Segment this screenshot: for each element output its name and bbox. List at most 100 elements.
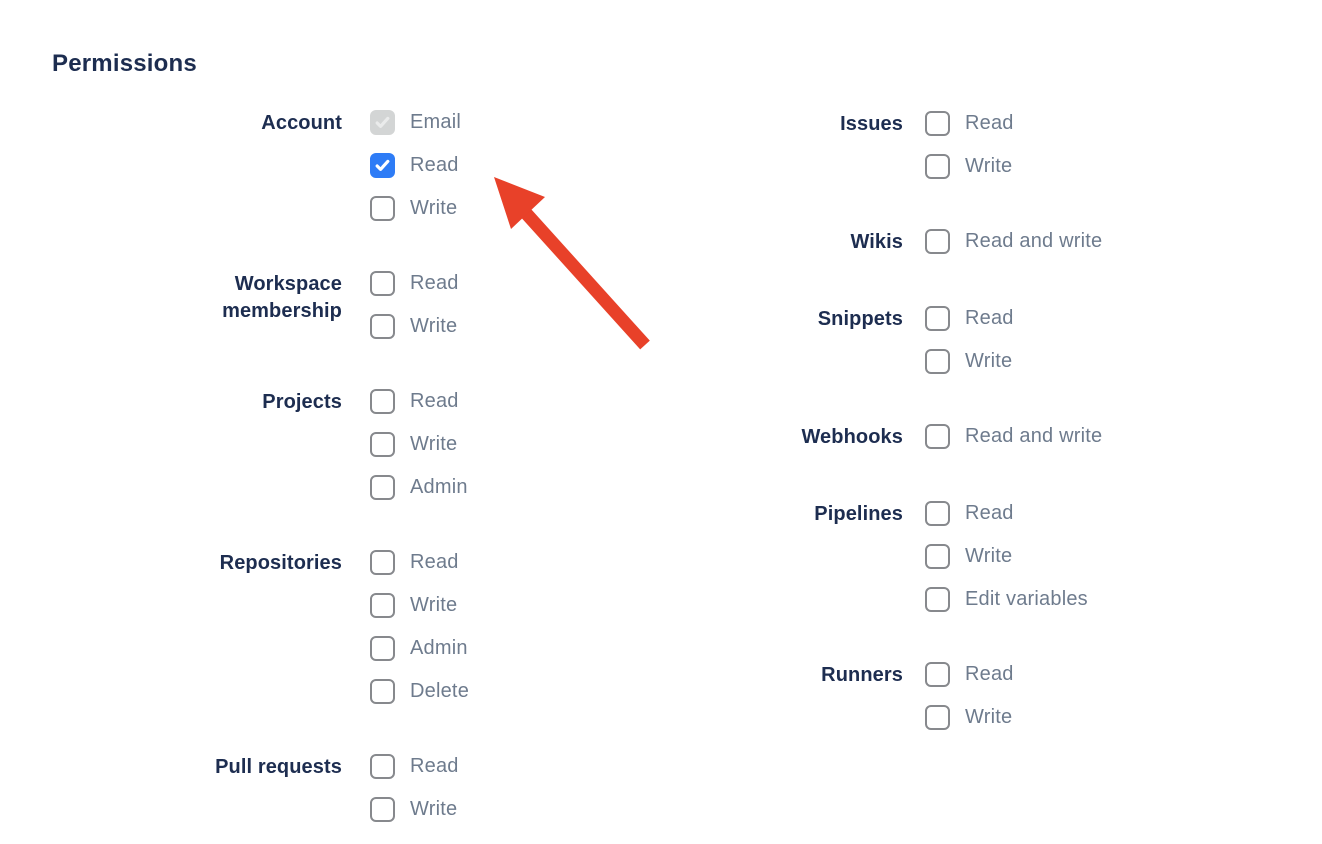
wikis-read-and-write-checkbox[interactable] [925, 229, 950, 254]
option-label-webhooks-read-and-write: Read and write [965, 425, 1103, 447]
option-projects-admin[interactable]: Admin [370, 475, 468, 500]
option-label-repositories-admin: Admin [410, 637, 468, 659]
option-pull-requests-read[interactable]: Read [370, 754, 459, 779]
option-workspace-membership-write[interactable]: Write [370, 314, 459, 339]
permission-group-webhooks: Webhooks Read and write [768, 424, 1102, 451]
runners-read-checkbox[interactable] [925, 662, 950, 687]
repositories-delete-checkbox[interactable] [370, 679, 395, 704]
option-label-pull-requests-read: Read [410, 755, 459, 777]
option-repositories-read[interactable]: Read [370, 550, 469, 575]
option-runners-read[interactable]: Read [925, 662, 1014, 687]
repositories-admin-checkbox[interactable] [370, 636, 395, 661]
option-projects-write[interactable]: Write [370, 432, 468, 457]
option-issues-write[interactable]: Write [925, 154, 1014, 179]
option-issues-read[interactable]: Read [925, 111, 1014, 136]
option-label-account-read: Read [410, 154, 459, 176]
option-pipelines-edit-variables[interactable]: Edit variables [925, 587, 1088, 612]
option-wikis-read-and-write[interactable]: Read and write [925, 229, 1102, 254]
issues-write-checkbox[interactable] [925, 154, 950, 179]
permission-group-wikis: Wikis Read and write [768, 229, 1102, 256]
options-webhooks: Read and write [925, 424, 1102, 449]
projects-write-checkbox[interactable] [370, 432, 395, 457]
option-label-account-write: Write [410, 197, 458, 219]
option-label-snippets-read: Read [965, 307, 1014, 329]
option-repositories-delete[interactable]: Delete [370, 679, 469, 704]
pull-requests-write-checkbox[interactable] [370, 797, 395, 822]
option-label-wikis-read-and-write: Read and write [965, 230, 1103, 252]
group-label-issues: Issues [840, 113, 903, 135]
option-runners-write[interactable]: Write [925, 705, 1014, 730]
runners-write-checkbox[interactable] [925, 705, 950, 730]
account-read-checkbox[interactable] [370, 153, 395, 178]
snippets-read-checkbox[interactable] [925, 306, 950, 331]
option-label-projects-write: Write [410, 433, 458, 455]
account-write-checkbox[interactable] [370, 196, 395, 221]
projects-read-checkbox[interactable] [370, 389, 395, 414]
option-projects-read[interactable]: Read [370, 389, 468, 414]
option-label-account-email: Email [410, 111, 462, 133]
snippets-write-checkbox[interactable] [925, 349, 950, 374]
workspace-membership-write-checkbox[interactable] [370, 314, 395, 339]
option-repositories-write[interactable]: Write [370, 593, 469, 618]
option-label-pipelines-read: Read [965, 502, 1014, 524]
group-label-runners: Runners [821, 664, 903, 686]
option-snippets-read[interactable]: Read [925, 306, 1014, 331]
option-pipelines-write[interactable]: Write [925, 544, 1088, 569]
option-account-write[interactable]: Write [370, 196, 461, 221]
options-wikis: Read and write [925, 229, 1102, 254]
issues-read-checkbox[interactable] [925, 111, 950, 136]
option-label-issues-write: Write [965, 155, 1013, 177]
workspace-membership-read-checkbox[interactable] [370, 271, 395, 296]
repositories-write-checkbox[interactable] [370, 593, 395, 618]
pipelines-write-checkbox[interactable] [925, 544, 950, 569]
option-label-pull-requests-write: Write [410, 798, 458, 820]
repositories-read-checkbox[interactable] [370, 550, 395, 575]
option-label-repositories-read: Read [410, 551, 459, 573]
group-label-repositories: Repositories [219, 552, 342, 574]
webhooks-read-and-write-checkbox[interactable] [925, 424, 950, 449]
option-label-snippets-write: Write [965, 350, 1013, 372]
group-label-account: Account [261, 112, 342, 134]
page-title: Permissions [52, 50, 197, 77]
option-account-read[interactable]: Read [370, 153, 461, 178]
option-label-pipelines-edit-variables: Edit variables [965, 588, 1088, 610]
option-repositories-admin[interactable]: Admin [370, 636, 469, 661]
pull-requests-read-checkbox[interactable] [370, 754, 395, 779]
option-label-issues-read: Read [965, 112, 1014, 134]
option-pipelines-read[interactable]: Read [925, 501, 1088, 526]
option-account-email: Email [370, 110, 461, 135]
group-label-projects: Projects [262, 391, 342, 413]
option-workspace-membership-read[interactable]: Read [370, 271, 459, 296]
pipelines-edit-variables-checkbox[interactable] [925, 587, 950, 612]
option-label-workspace-membership-write: Write [410, 315, 458, 337]
group-label-webhooks: Webhooks [801, 426, 903, 448]
option-label-workspace-membership-read: Read [410, 272, 459, 294]
option-label-pipelines-write: Write [965, 545, 1013, 567]
pipelines-read-checkbox[interactable] [925, 501, 950, 526]
option-pull-requests-write[interactable]: Write [370, 797, 459, 822]
option-snippets-write[interactable]: Write [925, 349, 1014, 374]
group-label-workspace-membership: Workspace membership [222, 273, 342, 322]
option-label-repositories-write: Write [410, 594, 458, 616]
group-label-wikis: Wikis [850, 231, 903, 253]
projects-admin-checkbox[interactable] [370, 475, 395, 500]
option-webhooks-read-and-write[interactable]: Read and write [925, 424, 1102, 449]
group-label-pull-requests: Pull requests [215, 756, 342, 778]
group-label-pipelines: Pipelines [814, 503, 903, 525]
